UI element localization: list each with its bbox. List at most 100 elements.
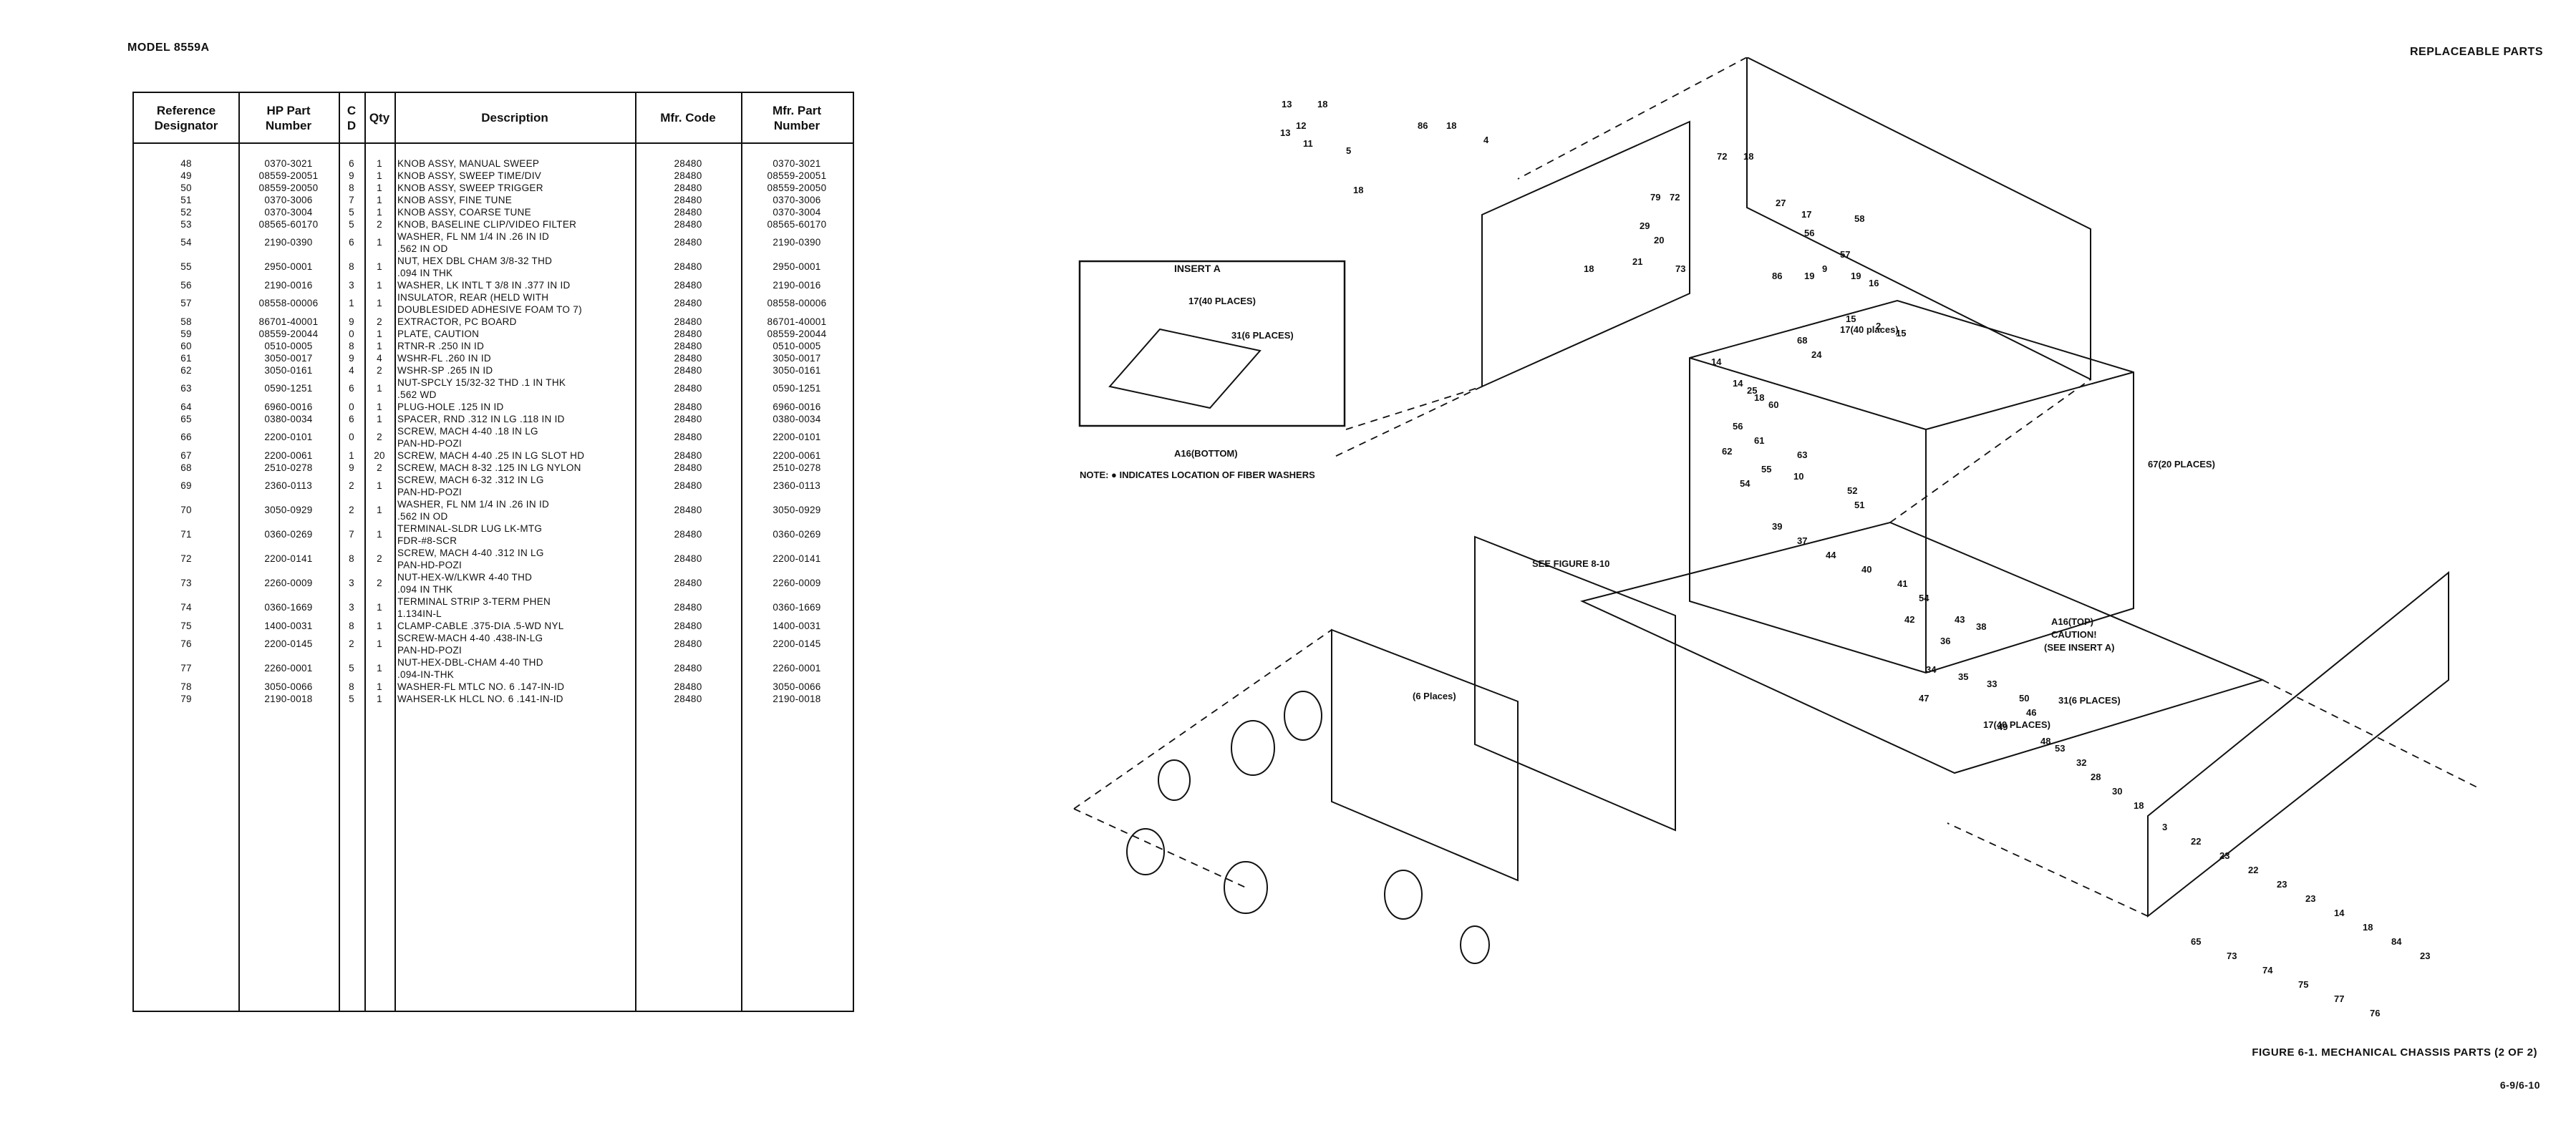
cell-qty: 1 bbox=[377, 602, 382, 613]
cell-hp: 0380-0034 bbox=[264, 414, 313, 424]
cell-qty: 1 bbox=[377, 261, 382, 272]
column-divider bbox=[364, 93, 366, 1011]
callout-number: 41 bbox=[1897, 578, 1907, 589]
cell-mpn: 2260-0009 bbox=[773, 578, 821, 588]
cell-qty: 4 bbox=[377, 353, 382, 364]
callout-number: 52 bbox=[1847, 485, 1857, 496]
callout-number: 33 bbox=[1987, 679, 1997, 689]
knob bbox=[1284, 691, 1322, 741]
cell-mfr: 28480 bbox=[674, 402, 702, 412]
cell-cd: 7 bbox=[349, 529, 354, 540]
callout-number: 73 bbox=[2227, 950, 2237, 961]
knob bbox=[1126, 828, 1165, 875]
cell-desc: SPACER, RND .312 IN LG .118 IN ID bbox=[397, 414, 565, 424]
callout-number: 23 bbox=[2305, 893, 2315, 904]
callout-number: 38 bbox=[1976, 621, 1986, 632]
cell-hp: 6960-0016 bbox=[264, 402, 313, 412]
cell-mfr: 28480 bbox=[674, 353, 702, 364]
cell-qty: 1 bbox=[377, 663, 382, 674]
cell-mpn: 6960-0016 bbox=[773, 402, 821, 412]
callout-number: 9 bbox=[1822, 263, 1827, 274]
callout-number: 84 bbox=[2391, 936, 2402, 947]
insert-label: A16(BOTTOM) bbox=[1174, 448, 1238, 459]
callout-number: 15 bbox=[1846, 313, 1856, 324]
cell-cd: 8 bbox=[349, 621, 354, 631]
cell-desc: KNOB ASSY, SWEEP TRIGGER bbox=[397, 183, 543, 193]
cell-mfr: 28480 bbox=[674, 663, 702, 674]
cell-mpn: 0380-0034 bbox=[773, 414, 821, 424]
callout-number: 5 bbox=[1346, 145, 1351, 156]
rear-panel bbox=[1481, 120, 1690, 388]
callout-number: 12 bbox=[1296, 120, 1306, 131]
cell-mfr: 28480 bbox=[674, 529, 702, 540]
cell-ref: 56 bbox=[180, 280, 192, 291]
cell-cd: 8 bbox=[349, 183, 354, 193]
callout-number: 49 bbox=[1998, 721, 2008, 732]
cell-qty: 1 bbox=[377, 207, 382, 218]
cell-ref: 57 bbox=[180, 298, 192, 308]
cell-hp: 3050-0066 bbox=[264, 681, 313, 692]
cell-mfr: 28480 bbox=[674, 694, 702, 704]
cell-mpn: 0370-3021 bbox=[773, 158, 821, 169]
cell-qty: 1 bbox=[377, 298, 382, 308]
cell-mfr: 28480 bbox=[674, 638, 702, 649]
cell-desc: KNOB ASSY, FINE TUNE bbox=[397, 195, 513, 205]
cell-ref: 51 bbox=[180, 195, 192, 205]
cell-mpn: 2360-0113 bbox=[773, 480, 821, 491]
cell-hp: 2200-0061 bbox=[264, 450, 313, 461]
callout-number: 18 bbox=[1446, 120, 1456, 131]
callout-number: 22 bbox=[2248, 865, 2258, 875]
cell-mpn: 2510-0278 bbox=[773, 462, 821, 473]
callout-number: 68 bbox=[1797, 335, 1807, 346]
cell-mpn: 3050-0161 bbox=[773, 365, 821, 376]
cell-mpn: 2200-0061 bbox=[773, 450, 821, 461]
figure-caption: FIGURE 6-1. MECHANICAL CHASSIS PARTS (2 … bbox=[2252, 1046, 2537, 1059]
callout-number: 79 bbox=[1650, 192, 1660, 203]
cell-cd: 3 bbox=[349, 578, 354, 588]
callout-number: 39 bbox=[1772, 521, 1782, 532]
sub-panel bbox=[1331, 628, 1519, 882]
cell-ref: 62 bbox=[180, 365, 192, 376]
cell-hp: 0370-3021 bbox=[264, 158, 313, 169]
cell-cd: 6 bbox=[349, 383, 354, 394]
cell-qty: 1 bbox=[377, 480, 382, 491]
callout-number: 29 bbox=[1640, 220, 1650, 231]
cell-mfr: 28480 bbox=[674, 553, 702, 564]
cell-mfr: 28480 bbox=[674, 480, 702, 491]
cell-hp: 2200-0141 bbox=[264, 553, 313, 564]
callout-number: 10 bbox=[1793, 471, 1803, 482]
cell-mpn: 2200-0141 bbox=[773, 553, 821, 564]
cell-mpn: 0360-1669 bbox=[773, 602, 821, 613]
callout-number: 14 bbox=[1711, 356, 1722, 367]
model-label: MODEL 8559A bbox=[127, 42, 210, 54]
callout-number: 18 bbox=[1317, 99, 1327, 110]
cell-mpn: 0510-0005 bbox=[773, 341, 821, 351]
cell-mpn: 2200-0145 bbox=[773, 638, 821, 649]
cell-qty: 1 bbox=[377, 158, 382, 169]
cell-cd: 6 bbox=[349, 158, 354, 169]
cell-qty: 1 bbox=[377, 402, 382, 412]
cell-cd: 8 bbox=[349, 261, 354, 272]
cell-ref: 70 bbox=[180, 505, 192, 515]
callout-number: 35 bbox=[1958, 671, 1968, 682]
cell-qty: 2 bbox=[377, 219, 382, 230]
cell-mpn: 08559-20051 bbox=[767, 170, 827, 181]
callout-number: 58 bbox=[1854, 213, 1864, 224]
callout-number: 32 bbox=[2076, 757, 2086, 768]
cell-desc: PLUG-HOLE .125 IN ID bbox=[397, 402, 504, 412]
cell-mfr: 28480 bbox=[674, 219, 702, 230]
cell-desc: TERMINAL STRIP 3-TERM PHEN 1.134IN-L bbox=[397, 596, 551, 619]
cell-cd: 5 bbox=[349, 219, 354, 230]
callout-number: 13 bbox=[1280, 127, 1290, 138]
cell-hp: 08559-20044 bbox=[258, 329, 319, 339]
side-panel bbox=[2147, 570, 2449, 918]
cell-ref: 53 bbox=[180, 219, 192, 230]
